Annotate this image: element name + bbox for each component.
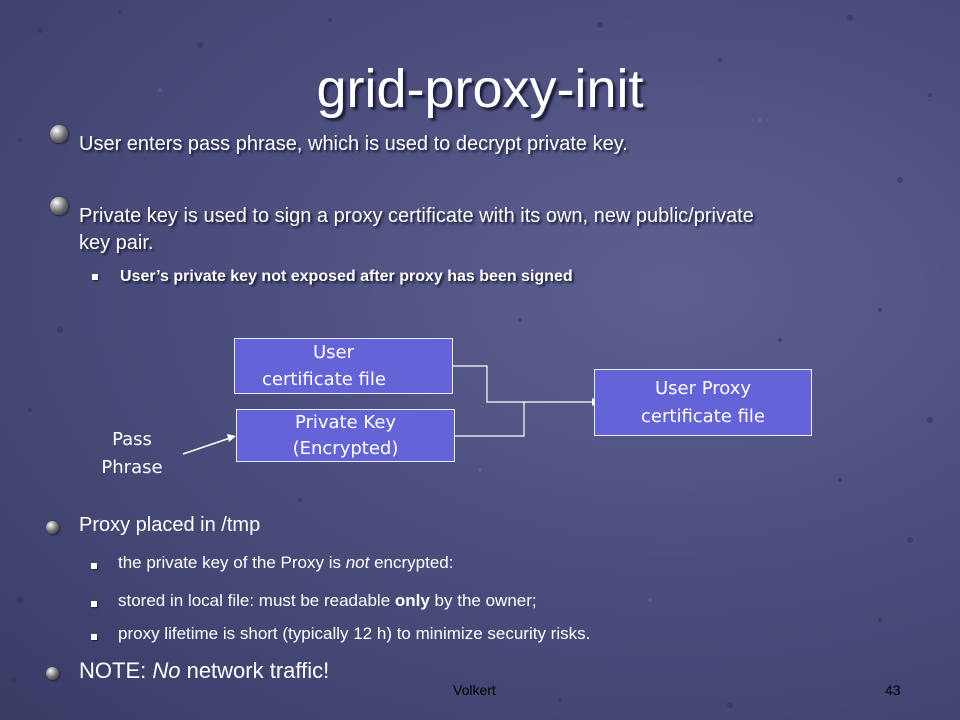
sub-bullet-not-encrypted: the private key of the Proxy is not encr… — [118, 553, 453, 573]
bullet-sphere-icon — [50, 197, 68, 215]
bullet-text-line2: key pair. — [79, 232, 154, 254]
bullet-text-line1: Private key is used to sign a proxy cert… — [79, 205, 754, 227]
proxy-certificate-box: User Proxy certificate file — [594, 369, 812, 436]
pass-phrase-line1: Pass — [112, 429, 152, 450]
footer-author: Volkert — [453, 682, 496, 698]
sub-bullet-lifetime: proxy lifetime is short (typically 12 h)… — [118, 624, 591, 643]
note-emphasis: No — [152, 658, 181, 683]
bullet-text: User enters pass phrase, which is used t… — [79, 133, 628, 155]
user-certificate-label-line2: certificate file — [262, 369, 386, 390]
slide-number: 43 — [885, 682, 901, 698]
sub-bullet-text: encrypted: — [369, 553, 454, 572]
private-key-box: Private Key (Encrypted) — [236, 409, 455, 462]
pass-phrase-label: Pass Phrase — [82, 426, 182, 482]
sub-bullet-text: User’s private key not exposed after pro… — [120, 268, 573, 285]
slide-title: grid-proxy-init — [316, 59, 644, 119]
bullet-sphere-icon — [46, 521, 59, 534]
sub-bullet-strong: only — [394, 591, 430, 610]
note-prefix: NOTE: — [79, 658, 153, 683]
proxy-certificate-label-line2: certificate file — [641, 406, 765, 427]
pass-phrase-line2: Phrase — [101, 457, 163, 478]
sub-bullet-text: the private key of the Proxy is — [118, 553, 346, 572]
sub-bullet-square-icon — [91, 601, 97, 607]
bullet-sphere-icon — [50, 125, 68, 143]
sub-bullet-text: stored in local file: must be readable — [118, 591, 395, 610]
sub-bullet-square-icon — [91, 634, 97, 640]
sub-bullet-text: by the owner; — [429, 591, 537, 610]
note-text: NOTE: No network traffic! — [79, 658, 329, 684]
sub-bullet-square-icon — [91, 563, 97, 569]
proxy-placed-text: Proxy placed in /tmp — [79, 514, 261, 536]
sub-bullet-local-file: stored in local file: must be readable o… — [118, 591, 537, 611]
user-certificate-label-line1: User — [313, 342, 355, 363]
sub-bullet-square-icon — [92, 274, 98, 280]
private-key-label-line1: Private Key — [294, 412, 397, 433]
private-key-label-line2: (Encrypted) — [292, 438, 399, 459]
proxy-certificate-label-line1: User Proxy — [654, 378, 752, 399]
bullet-sphere-icon — [46, 667, 59, 680]
note-suffix: network traffic! — [180, 658, 330, 683]
sub-bullet-emphasis: not — [345, 553, 370, 572]
user-certificate-box: User certificate file — [234, 338, 453, 394]
